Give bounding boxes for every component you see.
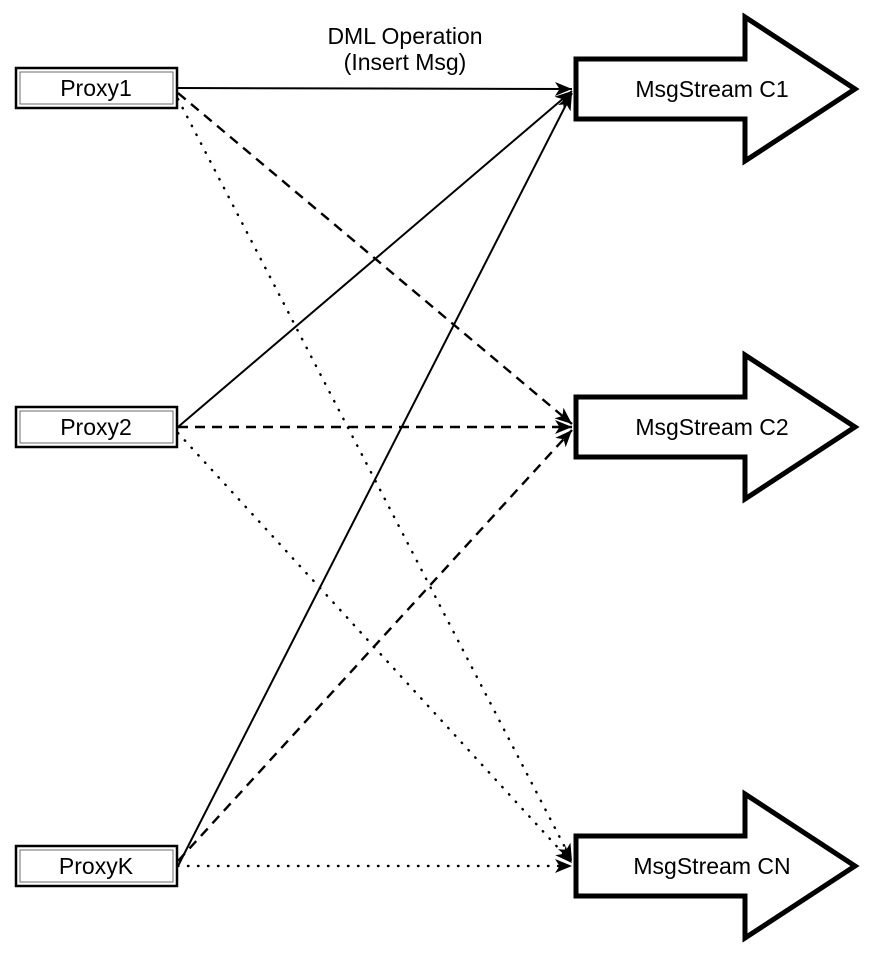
proxy1-box-inner-line [19,71,174,105]
dml-operation-annotation: DML Operation (Insert Msg) [327,23,482,75]
msgstream-c2-arrow-shape [573,350,860,504]
proxy1-box [14,66,179,110]
annotation-line1: DML Operation [327,23,482,49]
edge-proxy2-to-cn [176,431,574,865]
msgstream-c2-label: MsgStream C2 [635,414,788,440]
edge-proxy1-to-c1 [177,81,573,96]
edge-proxyk-to-c1 [177,92,573,867]
proxyk-node: ProxyK [14,844,179,888]
proxyk-label: ProxyK [59,853,134,879]
msgstream-c1-node: MsgStream C1 [573,12,860,166]
proxy2-label: Proxy2 [60,414,132,440]
proxy2-box [14,405,179,449]
proxyk-box [14,844,179,888]
msgstream-cn-node: MsgStream CN [573,789,860,943]
proxy2-box-inner-line [19,410,174,444]
msgstream-c2-node: MsgStream C2 [573,350,860,504]
annotation-line2: (Insert Msg) [344,49,467,75]
msgstream-cn-label: MsgStream CN [633,853,790,879]
proxy2-node: Proxy2 [14,405,179,449]
proxy1-node: Proxy1 [14,66,179,110]
edge-proxy1-to-c2 [177,92,573,425]
edge-proxy1-to-cn [176,97,574,863]
edge-group [176,81,574,873]
edge-proxyk-to-c2 [177,429,573,862]
proxy1-label: Proxy1 [60,75,132,101]
msgstream-c1-arrow-shape [573,12,860,166]
msgstream-c1-label: MsgStream C1 [635,76,788,102]
proxyk-box-inner-line [19,849,174,883]
msgstream-cn-arrow-shape [573,789,860,943]
